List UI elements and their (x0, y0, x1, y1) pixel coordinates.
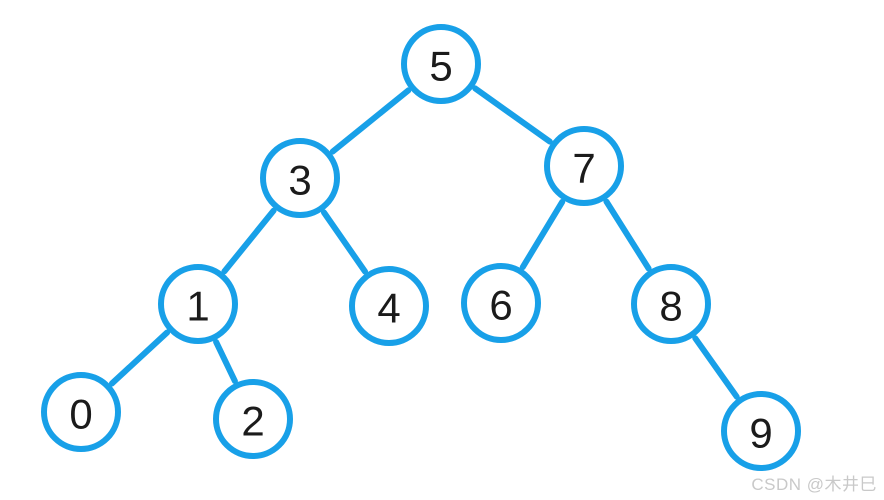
node-circle-4 (349, 266, 429, 346)
tree-node-8: 8 (631, 264, 711, 344)
edge-7-8 (603, 198, 652, 272)
edge-7-6 (519, 198, 566, 271)
node-circle-1 (158, 264, 238, 344)
node-circle-0 (41, 372, 121, 452)
node-circle-7 (544, 126, 624, 206)
node-circle-8 (631, 264, 711, 344)
tree-node-9: 9 (721, 391, 801, 471)
edge-3-1 (221, 207, 277, 275)
tree-node-2: 2 (213, 379, 293, 459)
tree-node-6: 6 (461, 263, 541, 343)
watermark-text: CSDN @木井巳 (751, 475, 877, 494)
edge-5-3 (329, 87, 412, 155)
tree-node-0: 0 (41, 372, 121, 452)
node-circle-3 (260, 138, 340, 218)
node-circle-6 (461, 263, 541, 343)
tree-node-3: 3 (260, 138, 340, 218)
tree-node-4: 4 (349, 266, 429, 346)
node-circle-5 (401, 24, 481, 104)
tree-node-7: 7 (544, 126, 624, 206)
edge-3-4 (321, 209, 368, 275)
node-circle-9 (721, 391, 801, 471)
tree-node-5: 5 (401, 24, 481, 104)
node-circle-2 (213, 379, 293, 459)
edge-1-0 (108, 329, 171, 387)
edge-5-7 (472, 85, 553, 145)
tree-node-1: 1 (158, 264, 238, 344)
edge-1-2 (213, 338, 238, 385)
edge-8-9 (692, 335, 740, 400)
